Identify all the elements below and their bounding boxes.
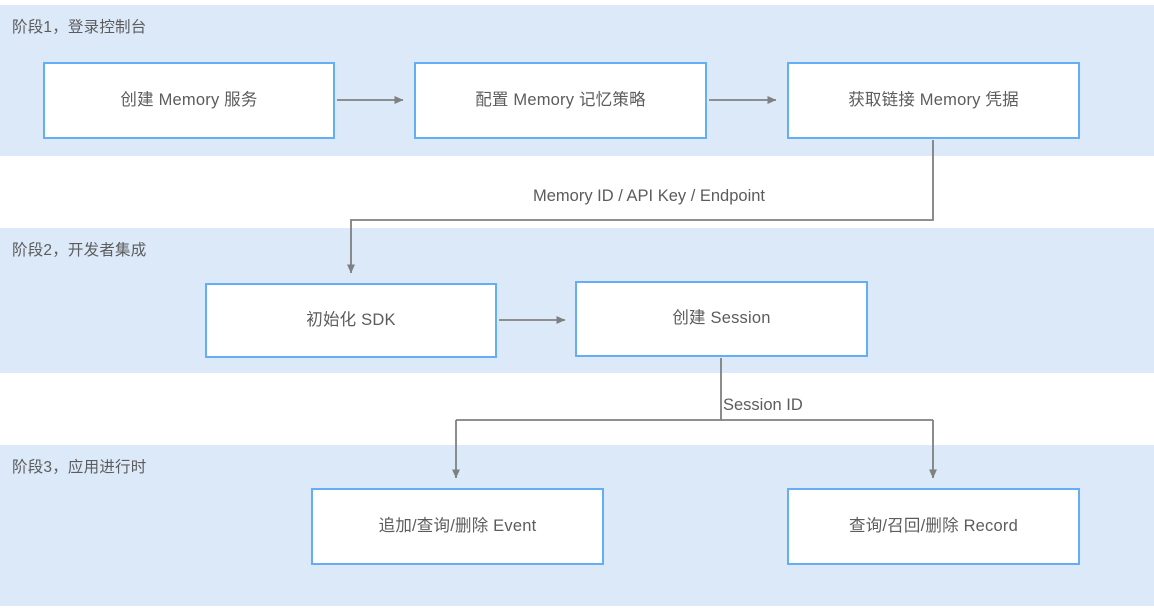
node-event-operations[interactable]: 追加/查询/删除 Event	[311, 488, 604, 565]
phase-band-1-label: 阶段1，登录控制台	[12, 19, 147, 36]
node-create-session[interactable]: 创建 Session	[575, 281, 868, 357]
node-create-memory-service[interactable]: 创建 Memory 服务	[43, 62, 335, 139]
phase-band-3-label: 阶段3，应用进行时	[12, 459, 147, 476]
node-label: 创建 Session	[672, 309, 771, 328]
phase-band-2-label: 阶段2，开发者集成	[12, 242, 147, 259]
node-label: 初始化 SDK	[306, 310, 396, 329]
node-initialize-sdk[interactable]: 初始化 SDK	[205, 283, 497, 358]
edge-label-session-id: Session ID	[723, 396, 803, 414]
node-label: 配置 Memory 记忆策略	[475, 90, 646, 109]
node-record-operations[interactable]: 查询/召回/删除 Record	[787, 488, 1080, 565]
edge-label-memory-credentials: Memory ID / API Key / Endpoint	[533, 187, 766, 205]
node-label: 查询/召回/删除 Record	[849, 516, 1018, 535]
node-configure-memory-policy[interactable]: 配置 Memory 记忆策略	[414, 62, 707, 139]
node-label: 追加/查询/删除 Event	[378, 516, 537, 535]
node-get-memory-credentials[interactable]: 获取链接 Memory 凭据	[787, 62, 1080, 139]
node-label: 获取链接 Memory 凭据	[848, 90, 1019, 109]
node-label: 创建 Memory 服务	[120, 90, 258, 109]
